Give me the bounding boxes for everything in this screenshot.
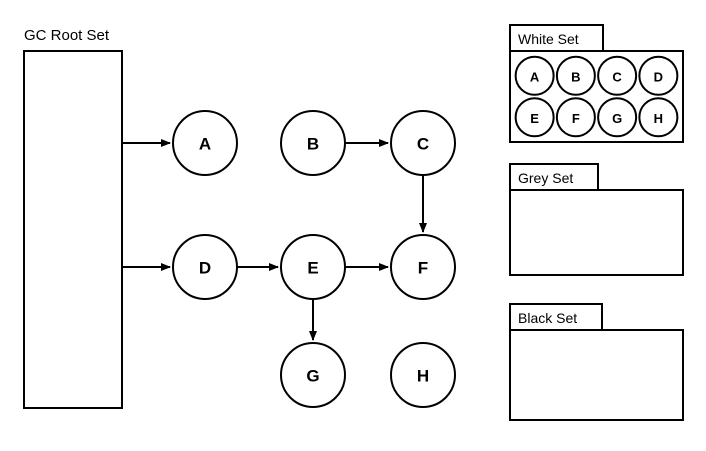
node-circle <box>390 110 456 176</box>
set-member-label: E <box>530 111 539 126</box>
node-circle <box>280 110 346 176</box>
set-member-circle <box>597 97 638 138</box>
set-member-label: A <box>530 69 540 84</box>
node-label: D <box>199 259 211 278</box>
gc-root-set-table <box>23 50 123 410</box>
graph-nodes: A B C D E F G H <box>172 110 456 408</box>
node-circle <box>390 342 456 408</box>
gc-root-set-label: GC Root Set <box>24 27 110 44</box>
node-circle <box>172 234 238 300</box>
set-member-circle <box>555 55 596 96</box>
set-member-circle <box>514 55 555 96</box>
node-circle <box>280 342 346 408</box>
white-set-member-d[interactable]: D <box>638 55 679 96</box>
set-member-circle <box>597 55 638 96</box>
node-label: H <box>417 367 429 386</box>
graph-node-f[interactable]: F <box>390 234 456 300</box>
black-set-body <box>509 329 684 421</box>
graph-node-b[interactable]: B <box>280 110 346 176</box>
white-set-member-a[interactable]: A <box>514 55 555 96</box>
white-set-member-g[interactable]: G <box>597 97 638 138</box>
set-member-label: B <box>571 69 580 84</box>
white-set-title-tab <box>509 24 604 52</box>
node-label: A <box>199 135 211 154</box>
node-label: F <box>418 259 428 278</box>
node-circle <box>172 110 238 176</box>
set-member-circle <box>638 97 679 138</box>
black-set: Black Set <box>509 303 684 421</box>
node-label: C <box>417 135 429 154</box>
white-set-title: White Set <box>518 31 579 47</box>
set-member-label: G <box>612 111 622 126</box>
graph-node-e[interactable]: E <box>280 234 346 300</box>
graph-node-a[interactable]: A <box>172 110 238 176</box>
graph-edges <box>123 139 427 341</box>
graph-node-c[interactable]: C <box>390 110 456 176</box>
set-member-circle <box>514 97 555 138</box>
black-set-title-tab <box>509 303 603 331</box>
white-set-member-f[interactable]: F <box>555 97 596 138</box>
black-set-title: Black Set <box>518 310 577 326</box>
set-member-label: C <box>612 69 622 84</box>
grey-set: Grey Set <box>509 163 684 276</box>
grey-set-title-tab <box>509 163 599 191</box>
node-circle <box>390 234 456 300</box>
set-member-label: H <box>654 111 663 126</box>
set-member-circle <box>555 97 596 138</box>
white-set-member-c[interactable]: C <box>597 55 638 96</box>
white-set-member-e[interactable]: E <box>514 97 555 138</box>
node-label: E <box>307 259 318 278</box>
white-set-member-h[interactable]: H <box>638 97 679 138</box>
node-label: G <box>306 367 319 386</box>
graph-node-g[interactable]: G <box>280 342 346 408</box>
grey-set-body <box>509 189 684 276</box>
set-member-circle <box>638 55 679 96</box>
gc-root-table-border <box>23 50 123 409</box>
node-label: B <box>307 135 319 154</box>
node-circle <box>280 234 346 300</box>
graph-node-h[interactable]: H <box>390 342 456 408</box>
set-member-label: D <box>654 69 663 84</box>
white-set-member-b[interactable]: B <box>555 55 596 96</box>
grey-set-title: Grey Set <box>518 170 573 186</box>
set-member-label: F <box>572 111 580 126</box>
graph-node-d[interactable]: D <box>172 234 238 300</box>
